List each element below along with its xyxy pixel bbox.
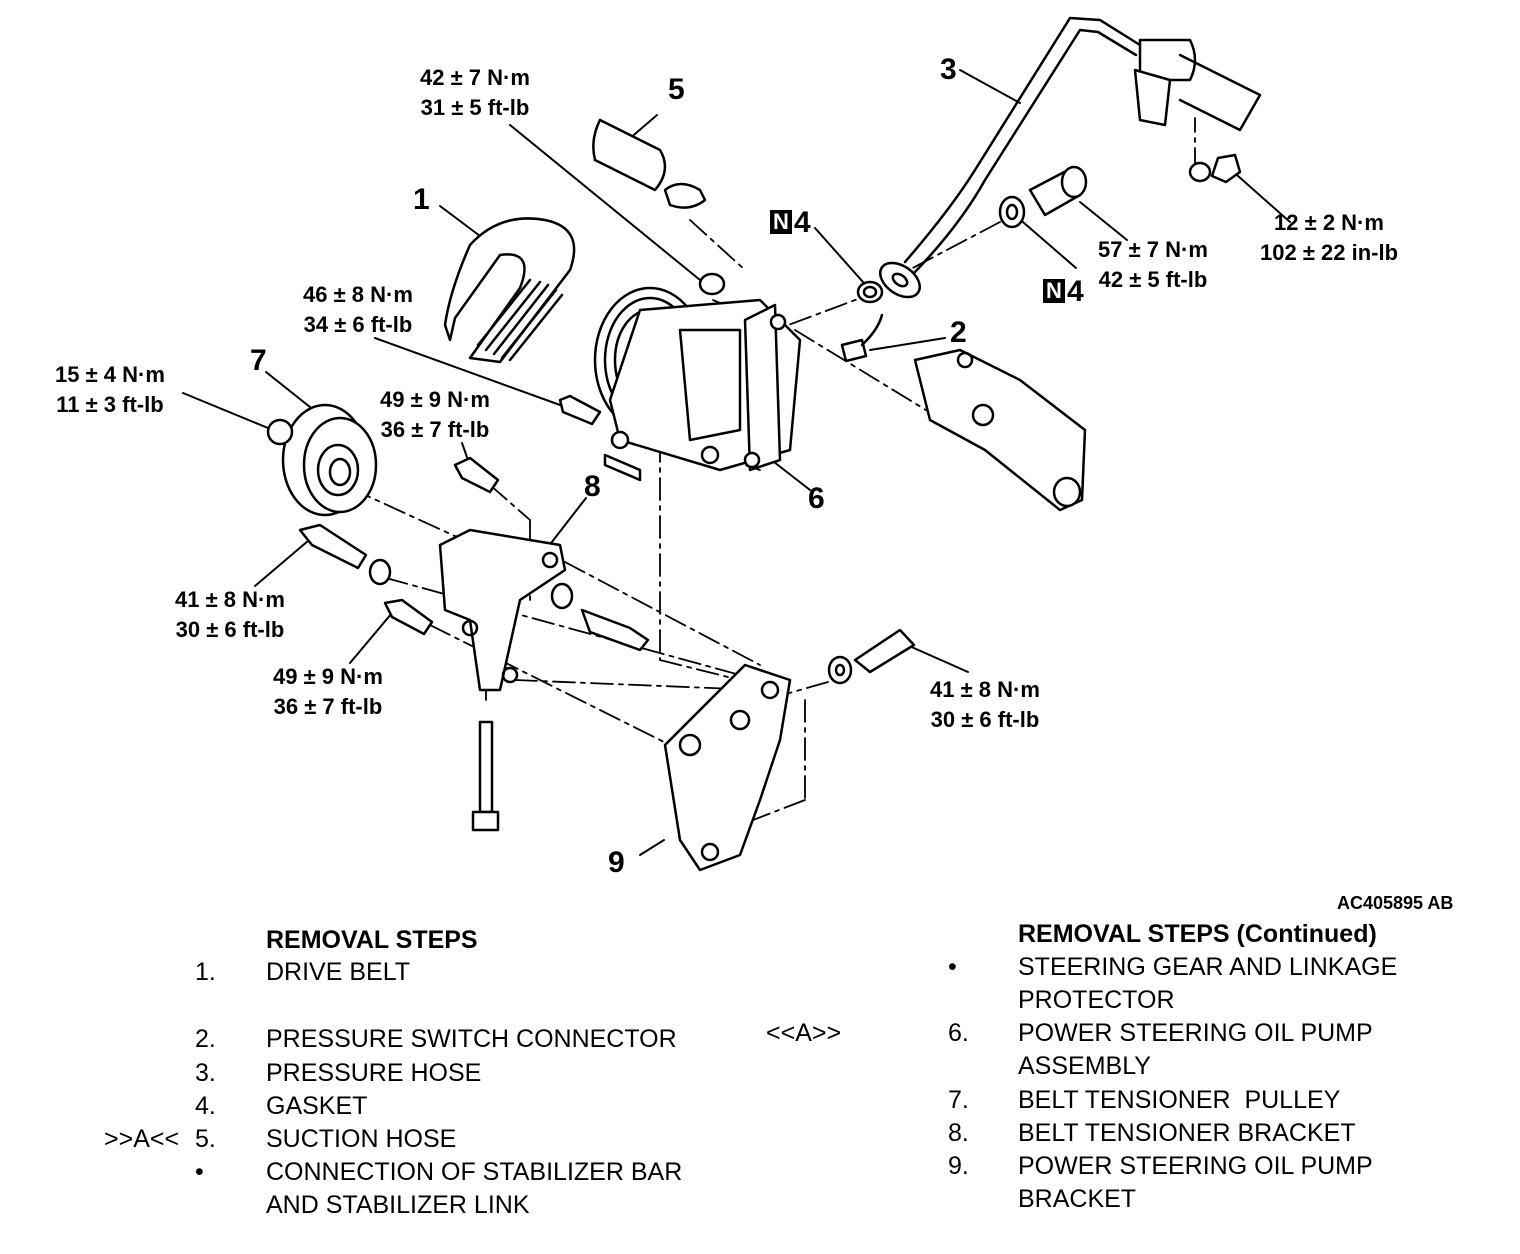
callout-5: 5 — [668, 73, 685, 106]
figure-id: AC405895 AB — [1337, 893, 1454, 913]
list-item: • STEERING GEAR AND LINKAGE PROTECTOR — [948, 953, 1398, 1014]
list-item: 2. PRESSURE SWITCH CONNECTOR — [195, 1025, 677, 1053]
tensioner-bracket-8 — [438, 528, 567, 692]
new-part-mark: N — [1043, 279, 1065, 303]
callout-6: 6 — [808, 482, 825, 515]
callout-8: 8 — [584, 470, 601, 503]
callout-7: 7 — [250, 344, 267, 377]
leader-lines — [182, 69, 1291, 856]
pump-bracket-9 — [663, 663, 792, 872]
list-item: <<A>> 6. POWER STEERING OIL PUMP ASSEMBL… — [766, 1019, 1373, 1080]
callout-9: 9 — [608, 846, 625, 879]
list-item: 4. GASKET — [195, 1092, 368, 1120]
gaskets-and-nuts — [368, 153, 1242, 685]
list-item: >>A<< 5. SUCTION HOSE — [104, 1125, 457, 1153]
callout-1: 1 — [413, 183, 430, 216]
procedure-mark: >>A<< — [104, 1125, 180, 1153]
procedure-mark: <<A>> — [766, 1019, 842, 1047]
list-item: 7. BELT TENSIONER PULLEY — [948, 1086, 1341, 1114]
list-item: 8. BELT TENSIONER BRACKET — [948, 1119, 1356, 1147]
eye-bolt — [1028, 165, 1088, 217]
removal-steps-title: REMOVAL STEPS — [266, 926, 478, 954]
callout-3: 3 — [940, 53, 957, 86]
callout-2: 2 — [950, 316, 967, 349]
new-part-mark: N — [770, 210, 792, 234]
linkage-protector — [913, 348, 1087, 512]
suction-hose-5 — [592, 118, 707, 209]
list-item: 9. POWER STEERING OIL PUMP BRACKET — [948, 1152, 1373, 1213]
drive-belt-1 — [443, 217, 576, 364]
list-item: 3. PRESSURE HOSE — [195, 1059, 482, 1087]
bolts — [298, 394, 916, 832]
list-item: • CONNECTION OF STABILIZER BAR AND STABI… — [195, 1158, 683, 1219]
pressure-hose-3 — [879, 16, 1262, 299]
power-steering-pump-6 — [593, 286, 802, 482]
connector-2 — [840, 313, 884, 363]
list-item: 1. DRIVE BELT — [195, 958, 411, 986]
tensioner-pulley-7 — [266, 403, 378, 517]
removal-steps-continued-title: REMOVAL STEPS (Continued) — [1018, 920, 1377, 948]
